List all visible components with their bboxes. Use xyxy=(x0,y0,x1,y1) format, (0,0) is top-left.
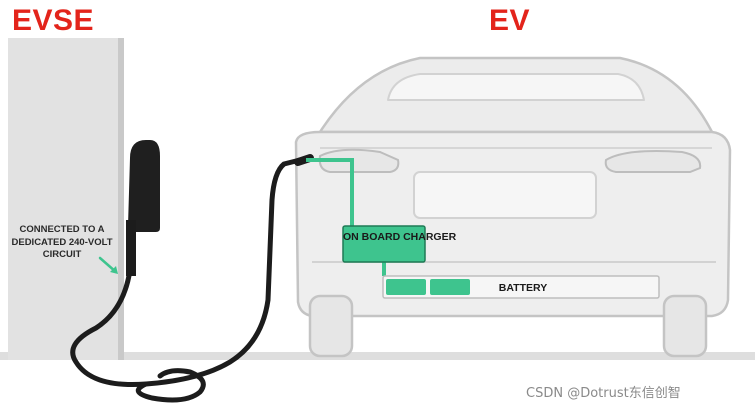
on-board-charger-label: ON BOARD CHARGER xyxy=(343,231,457,243)
evse-title: EVSE xyxy=(12,4,95,37)
charge-path-line xyxy=(306,158,354,226)
battery-pack xyxy=(382,275,660,299)
battery-cell-1 xyxy=(386,279,426,295)
battery-cell-2 xyxy=(430,279,470,295)
tail-lights xyxy=(318,148,702,173)
ev-title: EV xyxy=(489,4,531,37)
green-arrow-icon xyxy=(98,256,118,274)
ground-floor xyxy=(0,352,755,360)
on-board-charger-box xyxy=(342,225,426,263)
charging-cable xyxy=(70,157,303,388)
charging-station-unit xyxy=(126,140,160,276)
wall xyxy=(8,38,124,360)
car-illustration xyxy=(294,56,732,358)
watermark-credit: CSDN @Dotrust东信创智 xyxy=(526,386,681,401)
battery-label: BATTERY xyxy=(498,282,548,294)
cable-loop xyxy=(135,368,206,403)
circuit-note: CONNECTED TO A DEDICATED 240-VOLT CIRCUI… xyxy=(11,224,113,260)
